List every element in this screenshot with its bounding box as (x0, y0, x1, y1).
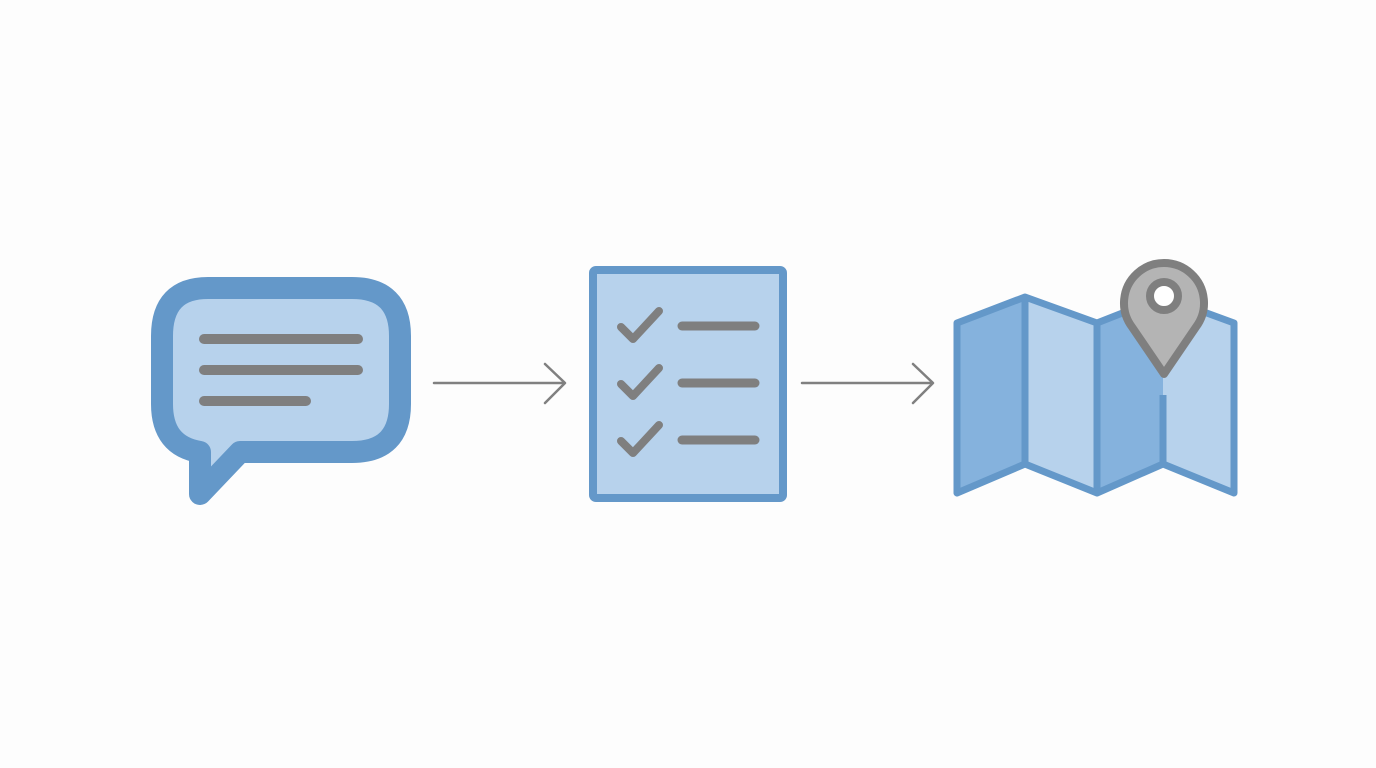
speech-bubble-shape (151, 277, 411, 505)
map-panel (957, 297, 1025, 493)
checklist-icon (589, 266, 787, 502)
location-pin-dot (1146, 278, 1182, 314)
map-pin-icon (953, 259, 1238, 497)
check-mark-icon (617, 307, 663, 343)
location-pin-icon (1120, 259, 1208, 378)
location-pin-shape (1120, 259, 1208, 378)
check-mark-icon (617, 364, 663, 400)
arrow-right-icon (432, 362, 567, 405)
map-panel (1025, 297, 1097, 493)
speech-bubble-icon (151, 277, 411, 505)
map-outline (953, 293, 1238, 497)
arrow-right-icon (800, 362, 935, 405)
check-mark-icon (617, 421, 663, 457)
